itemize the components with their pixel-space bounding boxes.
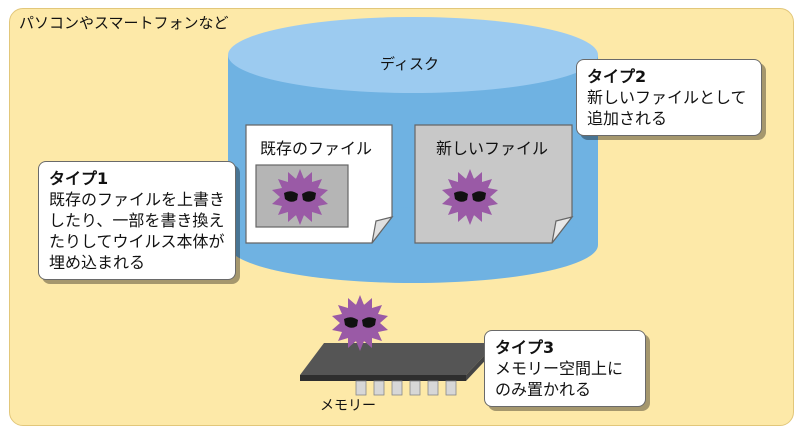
existing-file-label: 既存のファイル xyxy=(260,139,373,158)
diagram-graphics xyxy=(228,17,598,396)
callout-line: 追加される xyxy=(587,109,668,128)
callout-line: メモリー空間上に xyxy=(495,359,624,378)
callout-type3: タイプ3 メモリー空間上に のみ置かれる xyxy=(484,330,646,407)
callout-line: 埋め込まれる xyxy=(49,253,146,272)
callout-heading: タイプ3 xyxy=(495,338,555,357)
callout-heading: タイプ2 xyxy=(587,67,647,86)
existing-file xyxy=(245,124,394,244)
callout-line: 新しいファイルとして xyxy=(587,88,747,107)
diagram-title: パソコンやスマートフォンなど xyxy=(19,14,229,32)
callout-type1: タイプ1 既存のファイルを上書き したり、一部を書き換え たりしてウイルス本体が… xyxy=(38,161,236,280)
disk-label: ディスク xyxy=(380,55,439,73)
callout-line: たりしてウイルス本体が xyxy=(49,232,225,251)
diagram-panel: パソコンやスマートフォンなど ディスク 既存のファイル 新しいファイル メモリー… xyxy=(9,8,794,426)
callout-line: 既存のファイルを上書き xyxy=(49,190,226,209)
callout-heading: タイプ1 xyxy=(49,169,109,188)
callout-type2: タイプ2 新しいファイルとして 追加される xyxy=(576,59,762,136)
callout-line: のみ置かれる xyxy=(495,380,592,399)
new-file-label: 新しいファイル xyxy=(436,139,549,158)
virus-icon xyxy=(332,295,388,351)
new-file xyxy=(414,124,574,244)
memory-label: メモリー xyxy=(320,398,376,414)
callout-line: したり、一部を書き換え xyxy=(49,211,225,230)
memory-chip-icon xyxy=(300,295,496,396)
